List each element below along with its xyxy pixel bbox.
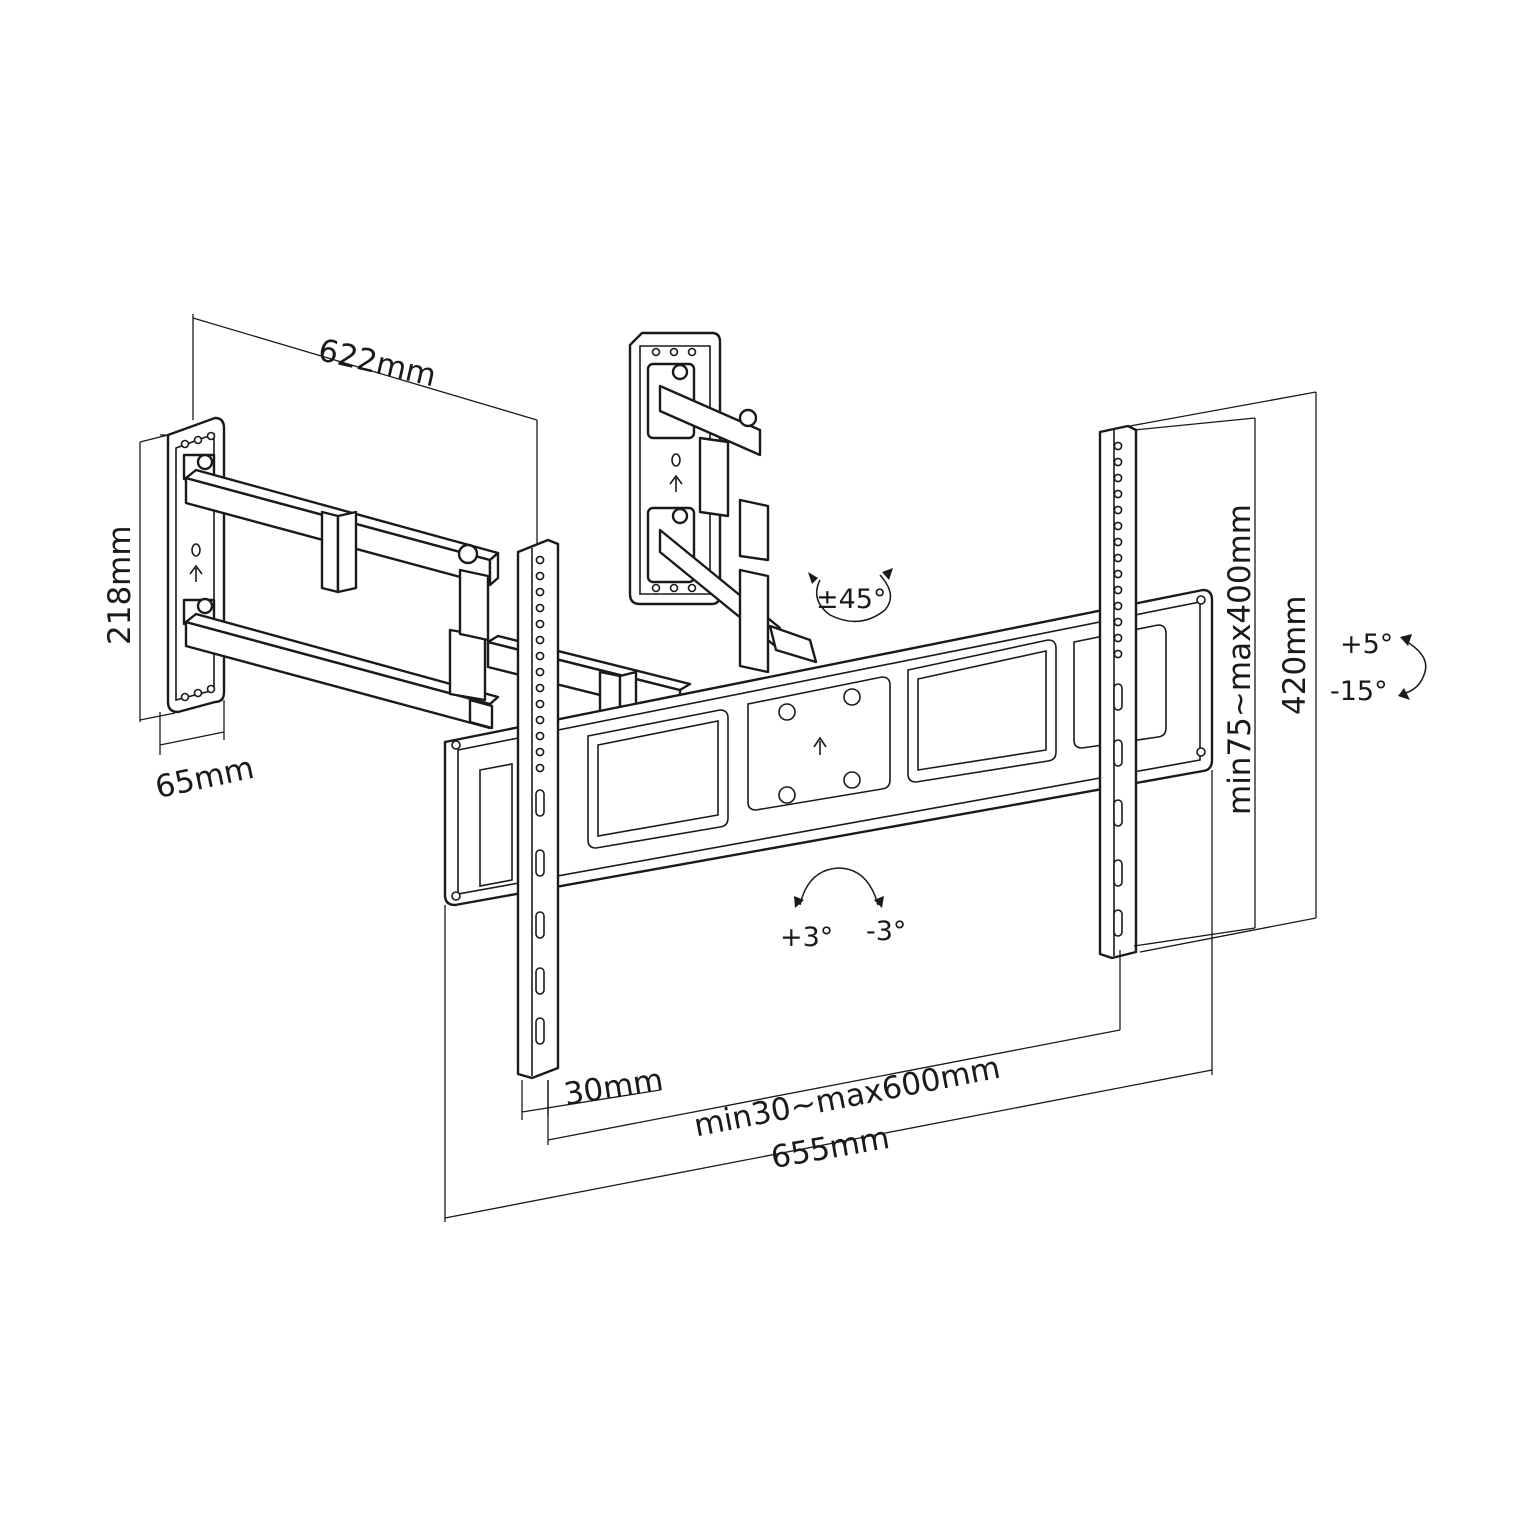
left-wall-plate: [166, 416, 226, 714]
dimension-lines: [139, 314, 1317, 1222]
bracket-slot: [535, 789, 545, 817]
bracket-hole: [1113, 585, 1123, 595]
rotate-right-label: -3°: [866, 916, 906, 947]
swivel-angle-label: ±45°: [816, 584, 886, 615]
rotate-left-label: +3°: [780, 922, 833, 953]
bracket-hole: [535, 763, 545, 773]
bracket-hole: [535, 635, 545, 645]
bracket-hole: [535, 619, 545, 629]
bracket-hole: [1113, 601, 1123, 611]
bracket-hole: [1113, 505, 1123, 515]
tilt-arrow-icon: [1398, 634, 1427, 700]
wall-plate-height-label: 218mm: [102, 525, 138, 645]
bracket-height-label: 420mm: [1277, 595, 1313, 715]
horizontal-rail: [443, 588, 1214, 907]
corner-arms: [658, 384, 818, 674]
bracket-hole: [535, 731, 545, 741]
bracket-slot: [535, 967, 545, 995]
arm-extension-label: 622mm: [315, 332, 440, 394]
bracket-slot: [1113, 909, 1123, 937]
bracket-hole: [1113, 569, 1123, 579]
bracket-hole: [535, 715, 545, 725]
bracket-slot: [1113, 799, 1123, 827]
bracket-hole: [535, 667, 545, 677]
bracket-slot: [535, 1017, 545, 1045]
bracket-hole: [1113, 649, 1123, 659]
overall-width-label: 655mm: [768, 1120, 892, 1176]
vertical-spacing-label: min75~max400mm: [1222, 504, 1258, 815]
rotate-arrow-icon: [794, 867, 884, 908]
bracket-hole: [535, 747, 545, 757]
left-lower-arm: [184, 568, 500, 730]
left-upper-arm: [184, 468, 500, 594]
bracket-holes: [535, 441, 1123, 1045]
bracket-slot: [1113, 739, 1123, 767]
bracket-hole: [535, 651, 545, 661]
bracket-hole: [535, 683, 545, 693]
bracket-hole: [535, 587, 545, 597]
bracket-hole: [1113, 441, 1123, 451]
bracket-slot: [1113, 859, 1123, 887]
tilt-up-label: +5°: [1340, 629, 1393, 660]
bracket-hole: [1113, 633, 1123, 643]
bracket-hole: [1113, 521, 1123, 531]
bracket-hole: [535, 699, 545, 709]
bracket-hole: [535, 571, 545, 581]
bracket-slot: [535, 911, 545, 939]
bracket-hole: [535, 603, 545, 613]
bracket-slot: [535, 849, 545, 877]
bracket-hole: [535, 555, 545, 565]
bracket-hole: [1113, 617, 1123, 627]
bracket-hole: [1113, 473, 1123, 483]
wall-plate-depth-label: 65mm: [152, 750, 257, 806]
bracket-hole: [1113, 457, 1123, 467]
tilt-down-label: -15°: [1330, 676, 1388, 707]
bracket-slot: [1113, 683, 1123, 711]
bracket-hole: [1113, 553, 1123, 563]
swivel-arrow-icon: [808, 568, 893, 623]
bracket-hole: [1113, 489, 1123, 499]
min-profile-label: 30mm: [561, 1062, 665, 1113]
bracket-hole: [1113, 537, 1123, 547]
